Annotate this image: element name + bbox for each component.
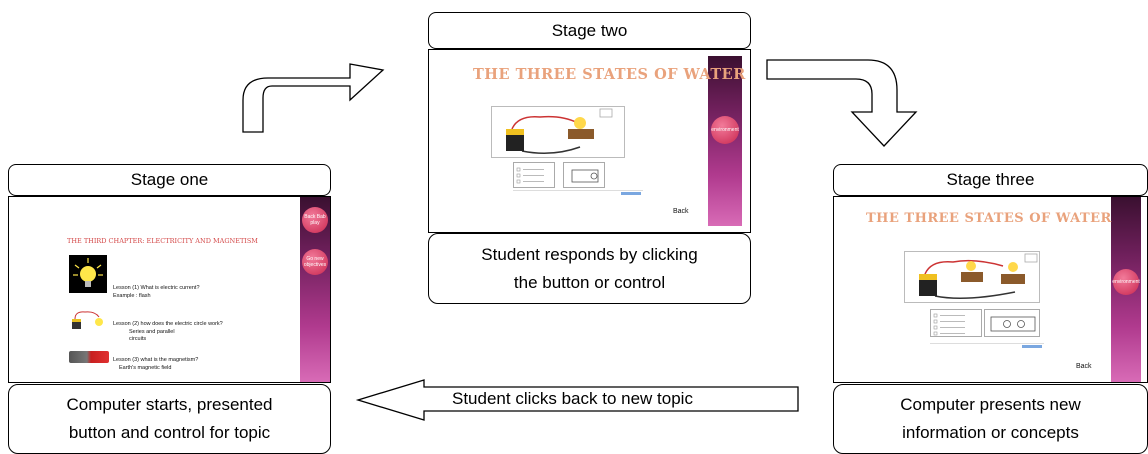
circuit-icon (69, 309, 105, 331)
side-button-new-objectives[interactable]: Go new objectives (302, 249, 328, 275)
circuit-symbol-box (984, 309, 1040, 337)
lesson-3-sub: Earth's magnetic field (119, 365, 172, 371)
magnet-icon (69, 351, 109, 363)
stage-one-screen: Back Bab play Go new objectives THE THIR… (8, 196, 331, 383)
stage-one-caption: Computer starts, presented button and co… (8, 384, 331, 454)
side-button-environment[interactable]: environment (1112, 269, 1140, 295)
caption-line-2: button and control for topic (68, 423, 271, 442)
quiz-options-box (930, 309, 982, 337)
side-button-environment[interactable]: environment (711, 116, 739, 144)
arrow-stage-two-to-three (766, 59, 918, 147)
sidebar: Back Bab play Go new objectives (300, 197, 330, 382)
chapter-title: THE THIRD CHAPTER: ELECTRICITY AND MAGNE… (67, 237, 258, 245)
arrow-stage-one-to-two (242, 63, 385, 133)
circuit-diagram-panel (904, 251, 1040, 303)
lightbulb-icon (69, 255, 107, 293)
caption-line-1: Computer starts, presented (66, 395, 273, 414)
stage-two-caption: Student responds by clicking the button … (428, 233, 751, 304)
circuit-diagram-panel (491, 106, 625, 158)
circuit-symbol-box (563, 162, 605, 188)
lesson-2-sub: Series and parallel (129, 329, 175, 335)
side-button-back[interactable]: Back Bab play (302, 207, 328, 233)
answer-bar (930, 343, 1044, 348)
caption-line-1: Computer presents new (900, 395, 1081, 414)
lesson-3-title[interactable]: Lesson (3) what is the magnetism? (113, 357, 199, 363)
stage-three-screen: environment THE THREE STATES OF WATER (833, 196, 1148, 383)
caption-line-1: Student responds by clicking (481, 244, 698, 264)
lesson-1-title[interactable]: Lesson (1) What is electric current? (113, 285, 200, 291)
sidebar: environment (708, 56, 742, 226)
stage-three-caption: Computer presents new information or con… (833, 384, 1148, 454)
caption-line-2: information or concepts (902, 423, 1079, 442)
lesson-2-title[interactable]: Lesson (2) how does the electric circle … (113, 321, 223, 327)
back-link[interactable]: Back (673, 208, 689, 215)
lesson-2-sub2: circuits (129, 336, 147, 342)
page-heading: THE THREE STATES OF WATER (473, 66, 746, 83)
stage-one-title: Stage one (8, 164, 331, 196)
back-arrow-label: Student clicks back to new topic (452, 389, 693, 408)
arrow-back-to-stage-one (355, 379, 799, 421)
back-link[interactable]: Back (1076, 363, 1092, 370)
page-heading: THE THREE STATES OF WATER (866, 211, 1112, 226)
lesson-1-sub: Example : flash (113, 293, 151, 299)
stage-three-title: Stage three (833, 164, 1148, 196)
quiz-options-box (513, 162, 555, 188)
caption-line-2: the button or control (513, 272, 666, 292)
sidebar: environment (1111, 197, 1141, 382)
stage-two-title: Stage two (428, 12, 751, 49)
answer-bar (513, 190, 643, 195)
stage-two-screen: environment THE THREE STATES OF WATER Ba (428, 49, 751, 233)
